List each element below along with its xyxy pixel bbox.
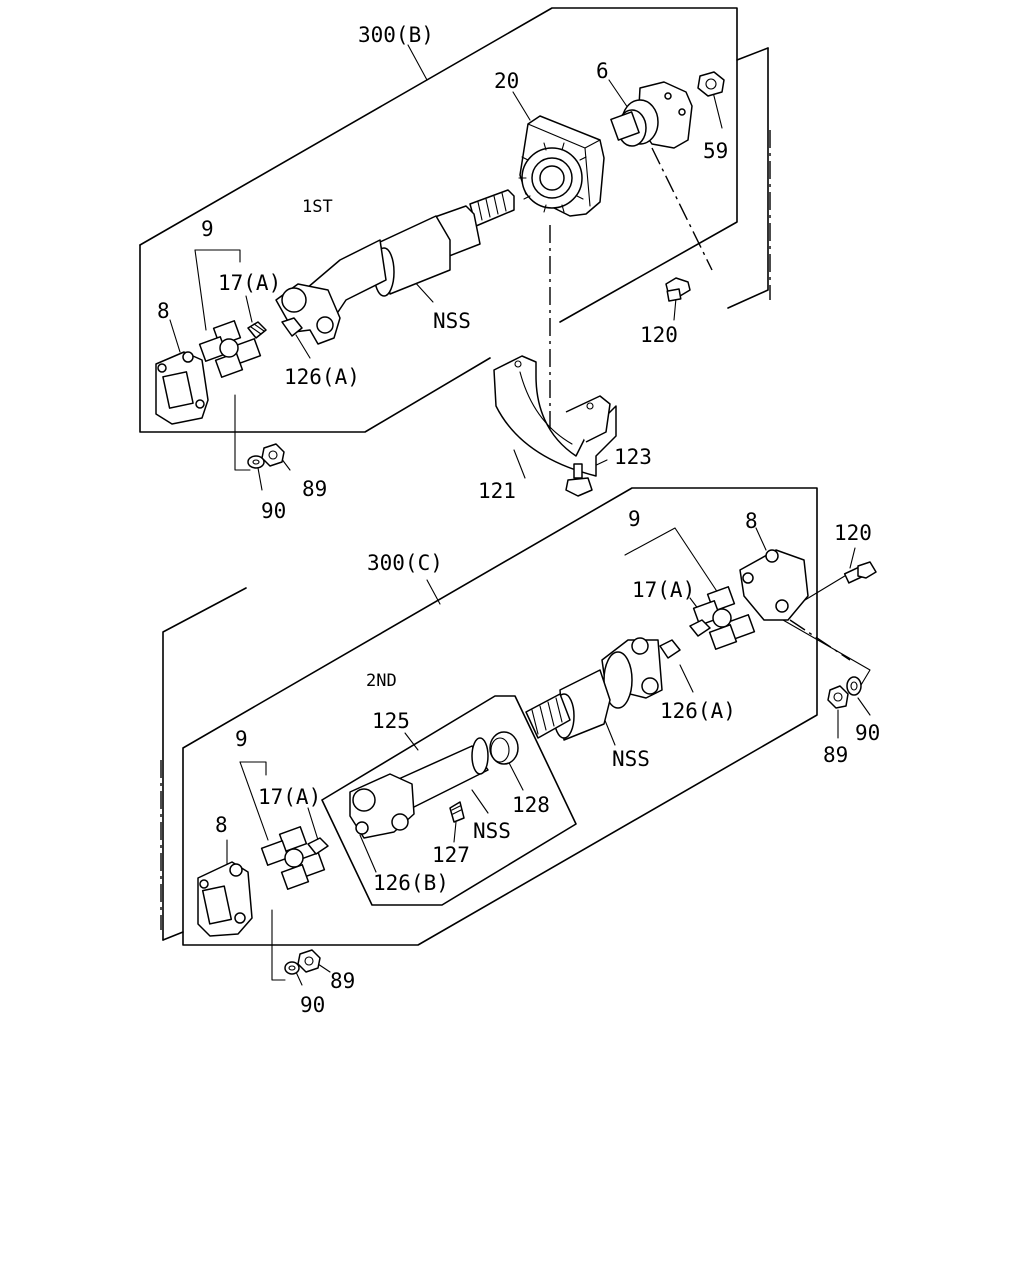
label-8-top: 8 — [157, 299, 170, 323]
label-125: 125 — [372, 709, 410, 733]
flange-yoke-8-right — [739, 549, 809, 621]
label-90-bottom: 90 — [300, 993, 325, 1017]
label-126a-top: 126(A) — [284, 365, 360, 389]
flange-yoke-8-left — [197, 861, 253, 937]
label-8-left: 8 — [215, 813, 228, 837]
label-121: 121 — [478, 479, 516, 503]
washer-90-top — [247, 455, 265, 469]
label-nss-mid: NSS — [612, 747, 650, 771]
label-nss-bottom: NSS — [473, 819, 511, 843]
bolt-123 — [565, 463, 593, 497]
companion-flange-6 — [610, 81, 693, 149]
label-17a-right: 17(A) — [632, 578, 695, 602]
label-9-top: 9 — [201, 217, 214, 241]
grease-nipple-127 — [449, 801, 465, 823]
callout-labels: 300(B) 20 6 59 1ST 9 17(A) 8 NSS 120 126… — [157, 23, 880, 1017]
universal-joint-9-left — [260, 826, 326, 890]
slip-yoke-2nd — [601, 637, 663, 709]
nut-89-right — [827, 685, 849, 709]
label-89-top: 89 — [302, 477, 327, 501]
grease-nipple-17a-left — [307, 837, 329, 855]
flange-yoke-8-top — [155, 351, 209, 425]
label-6: 6 — [596, 59, 609, 83]
grease-nipple-17a-top — [247, 321, 267, 339]
label-90-right: 90 — [855, 721, 880, 745]
washer-90-bottom — [284, 961, 300, 975]
grease-fitting-126a-right — [659, 639, 681, 659]
grease-nipple-17a-right — [689, 619, 711, 637]
label-9-left: 9 — [235, 727, 248, 751]
nut-89-top — [261, 443, 285, 467]
universal-joint-9-top — [198, 320, 262, 378]
label-126a-right: 126(A) — [660, 699, 736, 723]
label-17a-left: 17(A) — [258, 785, 321, 809]
nut-59 — [697, 71, 725, 97]
center-lines — [160, 130, 851, 930]
label-59: 59 — [703, 139, 728, 163]
label-90-top: 90 — [261, 499, 286, 523]
label-128: 128 — [512, 793, 550, 817]
label-89-bottom: 89 — [330, 969, 355, 993]
bolt-120-right — [843, 561, 877, 584]
label-89-right: 89 — [823, 743, 848, 767]
washer-90-right — [846, 676, 862, 696]
propeller-tube-125 — [349, 737, 489, 839]
dust-seal-128 — [489, 731, 519, 765]
assembly-frame-300b — [139, 7, 769, 433]
yoke-upper — [275, 283, 341, 345]
label-120-right: 120 — [834, 521, 872, 545]
label-17a-top: 17(A) — [218, 271, 281, 295]
label-2nd: 2ND — [366, 671, 397, 691]
label-nss-top: NSS — [433, 309, 471, 333]
universal-joint-9-right — [692, 586, 756, 650]
label-20: 20 — [494, 69, 519, 93]
label-8-right: 8 — [745, 509, 758, 533]
label-9-right: 9 — [628, 507, 641, 531]
bolt-120-top — [665, 277, 691, 302]
label-126b: 126(B) — [373, 871, 449, 895]
label-123: 123 — [614, 445, 652, 469]
nut-89-bottom — [297, 949, 321, 973]
label-1st: 1ST — [302, 197, 333, 217]
label-127: 127 — [432, 843, 470, 867]
center-bearing-20 — [518, 115, 605, 217]
label-120-top: 120 — [640, 323, 678, 347]
label-300b: 300(B) — [358, 23, 434, 47]
shaft-tube-2nd — [525, 669, 611, 741]
grease-fitting-126a-top — [281, 317, 303, 337]
bearing-bracket-121 — [493, 355, 617, 477]
assembly-frame-125 — [321, 695, 577, 906]
label-300c: 300(C) — [367, 551, 443, 575]
assembly-frame-300c — [162, 487, 818, 946]
